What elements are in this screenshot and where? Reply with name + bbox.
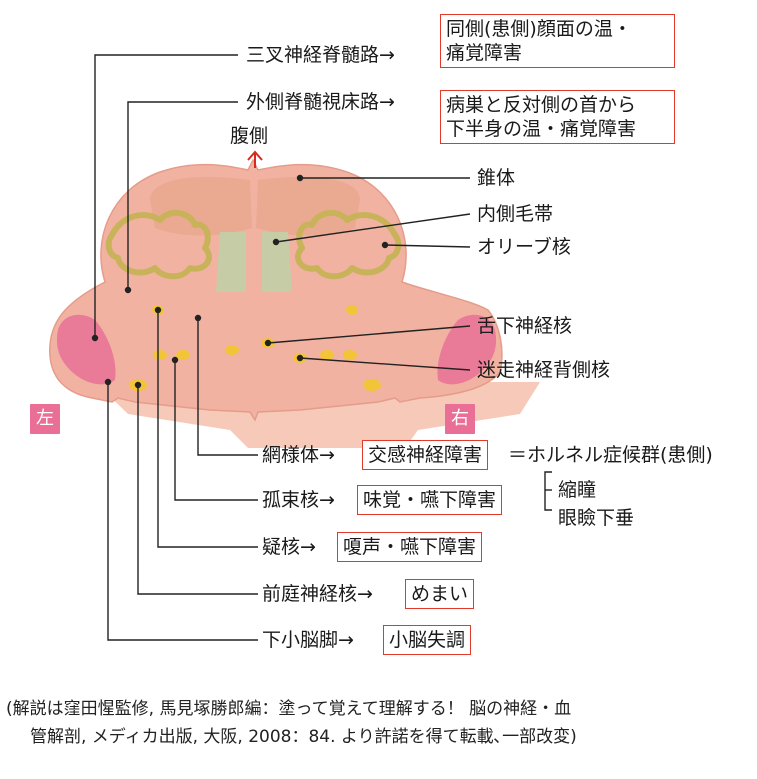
olive-right [295,209,402,280]
label-right: 右 [445,404,475,434]
nucleus [320,350,334,360]
box-spinothalamic-deficit: 病巣と反対側の首から 下半身の温・痛覚障害 [440,90,675,144]
label-ventral: 腹側 [230,125,269,147]
yellow-nuclei [129,305,381,391]
nucleus [225,345,239,355]
ventral-arrow [247,150,263,168]
label-olive: オリーブ核 [477,236,571,258]
horner-title: ＝ホルネル症候群(患側) [508,444,713,466]
pink-region-right [437,314,497,385]
nucleus [363,379,381,391]
leader-trigeminal [94,54,238,338]
box-solitary: 味覚・嚥下障害 [357,485,503,515]
pyramid-right [256,176,360,236]
label-left: 左 [30,404,60,434]
label-ambiguus: 疑核→ [262,536,316,558]
box-ambiguus: 嗄声・嚥下障害 [337,532,483,562]
label-pyramid: 錐体 [477,167,516,189]
medial-lemniscus-right [262,232,292,292]
medial-lemniscus-left [216,232,246,292]
label-reticular: 網様体→ [262,444,335,466]
credit-line-2: 管解剖, メディカ出版, 大阪, 2008：84. より許諾を得て転載､一部改変… [30,727,577,747]
label-vestibular: 前庭神経核→ [262,583,373,605]
box-reticular: 交感神経障害 [362,440,489,470]
pyramid-left [150,176,252,236]
label-medial-lemniscus: 内側毛帯 [477,203,554,225]
credit-line-1: (解説は窪田惺監修, 馬見塚勝郎編：塗って覚えて理解する！ 脳の神経・血 [6,699,572,719]
nucleus [343,350,357,360]
box-line: 下半身の温・痛覚障害 [446,118,637,140]
box-trigeminal-deficit: 同側(患側)顔面の温・ 痛覚障害 [440,14,675,68]
box-line: 同側(患側)顔面の温・ [446,18,632,40]
label-vagus-dorsal: 迷走神経背側核 [477,359,611,381]
label-hypoglossal: 舌下神経核 [477,315,573,337]
box-line: 病巣と反対側の首から [446,94,637,116]
leader-lines [91,54,552,641]
label-trigeminal-tract: 三叉神経脊髄路→ [246,44,395,66]
label-icp: 下小脳脚→ [262,629,354,651]
pink-region-left [56,314,116,385]
horner-item-ptosis: 眼瞼下垂 [558,507,635,529]
label-solitary: 孤束核→ [262,489,335,511]
leader-spinothalamic [127,101,238,290]
horner-item-miosis: 縮瞳 [558,479,597,501]
label-spinothalamic: 外側脊髄視床路→ [246,91,395,113]
nucleus [346,305,358,315]
box-vestibular: めまい [405,579,475,609]
box-icp: 小脳失調 [383,625,472,655]
nucleus [176,350,190,360]
box-line: 痛覚障害 [446,42,523,64]
olive-left [105,209,212,280]
nucleus [153,350,167,360]
